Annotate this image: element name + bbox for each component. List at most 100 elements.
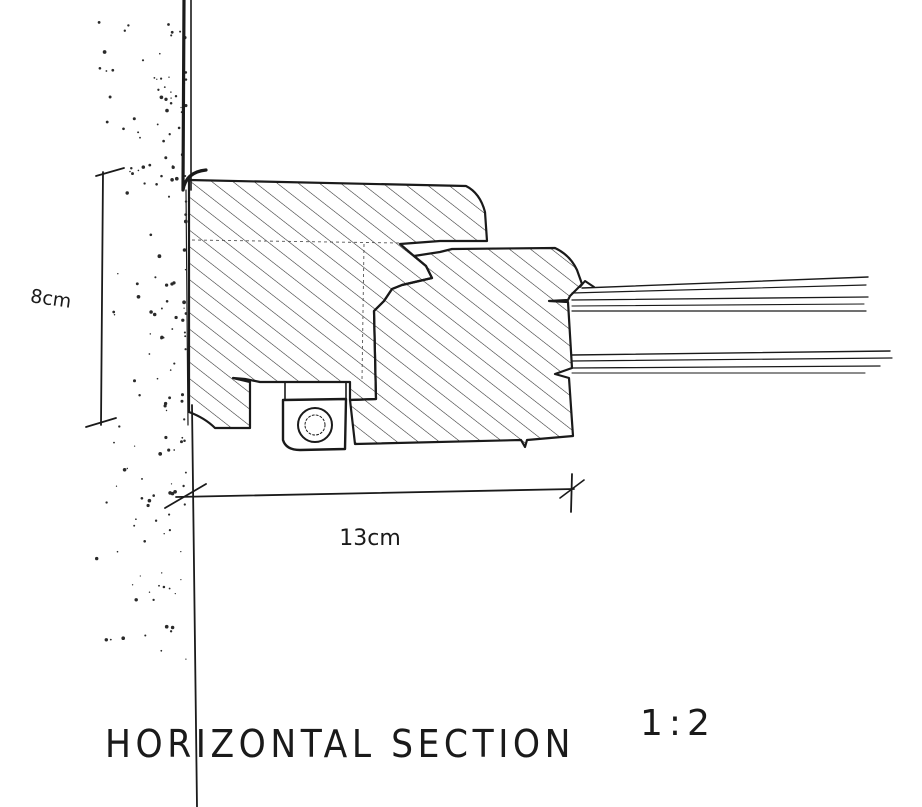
stipple-dot [152, 598, 155, 602]
stipple-dot [159, 52, 161, 55]
stipple-dot [132, 117, 136, 121]
stipple-dot [180, 550, 182, 553]
stipple-dot [168, 587, 171, 590]
stipple-dot [141, 477, 143, 480]
stipple-dot [137, 169, 140, 172]
hinge-housing [281, 381, 348, 452]
stipple-dot [148, 163, 152, 167]
stipple-dot [162, 336, 165, 339]
stipple-dot [180, 579, 182, 581]
stipple-dot [183, 439, 186, 443]
stipple-dot [163, 532, 165, 535]
stipple-dot [135, 518, 137, 521]
stipple-dot [182, 300, 186, 305]
stipple-dot [167, 195, 171, 198]
stipple-dot [113, 441, 115, 444]
stipple-dot [184, 335, 187, 338]
stipple-dot [149, 233, 153, 237]
stipple-dot [165, 108, 169, 113]
stipple-dot [170, 282, 174, 286]
stipple-dot [97, 20, 101, 24]
stipple-dot [131, 172, 134, 176]
stipple-dot [143, 182, 146, 185]
stipple-dot [140, 496, 144, 500]
stipple-dot [104, 638, 109, 642]
stipple-dot [139, 136, 141, 139]
stipple-dot [170, 30, 174, 34]
stipple-dot [184, 213, 188, 216]
stipple-dot [141, 165, 146, 169]
stipple-dot [117, 272, 119, 275]
stipple-dot [158, 452, 163, 456]
stipple-dot [129, 170, 131, 173]
stipple-dot [111, 68, 115, 72]
stipple-dot [115, 485, 118, 487]
stipple-dot [105, 70, 108, 72]
height-dimension-label: 8cm [29, 285, 73, 312]
stipple-dot [179, 30, 182, 33]
stipple-dot [143, 540, 146, 543]
stipple-dot [141, 59, 145, 62]
stipple-dot [170, 91, 172, 93]
stipple-dot [122, 468, 127, 472]
stipple-dot [165, 300, 169, 303]
stipple-dot [148, 591, 151, 593]
stipple-dot [154, 276, 157, 279]
stipple-dot [168, 133, 171, 136]
stipple-dot [160, 649, 163, 652]
stipple-dot [184, 200, 188, 203]
stipple-dot [173, 362, 176, 365]
stipple-dot [95, 556, 99, 561]
stipple-dot [105, 501, 108, 504]
stipple-dot [170, 34, 173, 37]
stipple-dot [170, 491, 175, 496]
stipple-dot [173, 489, 177, 494]
stipple-dot [157, 254, 162, 259]
stipple-dot [181, 436, 184, 439]
stipple-dot [133, 524, 136, 527]
stipple-dot [122, 127, 125, 131]
stipple-dot [157, 88, 160, 91]
stipple-dot [182, 484, 185, 488]
stipple-dot [102, 50, 107, 54]
stipple-dot [184, 312, 188, 315]
stipple-dot [185, 658, 187, 660]
stipple-dot [126, 467, 129, 470]
wall [95, 0, 198, 807]
height-dimension: 8cm [29, 167, 125, 428]
stipple-dot [160, 307, 163, 310]
stipple-dot [149, 310, 153, 314]
stipple-dot [125, 191, 129, 195]
stipple-dot [116, 550, 119, 553]
stipple-dot [174, 94, 178, 98]
stipple-dot [164, 97, 168, 101]
stipple-dot [170, 97, 172, 99]
stipple-dot [113, 313, 116, 316]
stipple-dot [163, 401, 168, 406]
hinge-pin-icon [297, 407, 333, 443]
stipple-dot [169, 101, 173, 105]
stipple-dot [160, 336, 163, 340]
stipple-dot [174, 176, 179, 181]
stipple-dot [180, 440, 183, 444]
stipple-dot [180, 399, 184, 403]
stipple-dot [167, 23, 170, 26]
stipple-dot [174, 315, 178, 320]
stipple-dot [160, 572, 163, 574]
stipple-dot [158, 584, 160, 587]
stipple-dot [168, 76, 170, 78]
stipple-dot [159, 95, 164, 100]
drawing-title: HORIZONTAL SECTION [105, 722, 575, 766]
stipple-dot [121, 636, 126, 641]
stipple-dot [177, 126, 181, 130]
stipple-dot [133, 445, 136, 447]
stipple-dot [173, 449, 176, 451]
stipple-dot [182, 248, 187, 252]
stipple-dot [152, 312, 157, 317]
stipple-dot [164, 435, 168, 440]
stipple-dot [169, 630, 173, 633]
stipple-dot [137, 131, 140, 134]
stipple-dot [160, 174, 163, 178]
stipple-dot [98, 66, 102, 70]
